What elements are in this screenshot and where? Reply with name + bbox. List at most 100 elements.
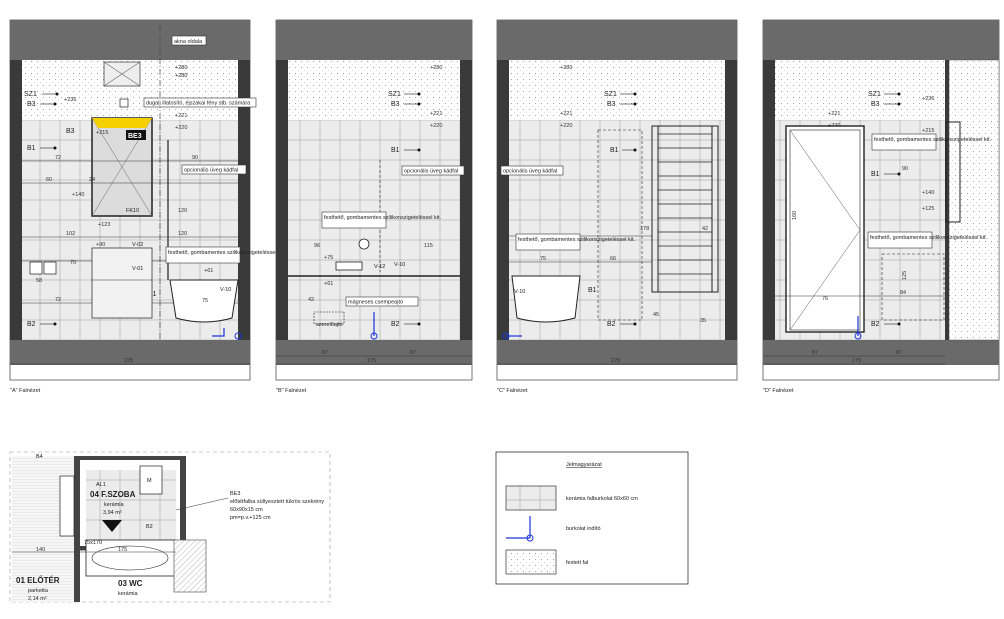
v10-label: V-10 — [220, 287, 231, 293]
dim-label: 87 — [812, 350, 818, 356]
dim-label: 42 — [702, 226, 708, 232]
dim-label: 24 — [89, 177, 95, 183]
side-wall — [10, 60, 22, 340]
shaft-side-label: akna oldala — [174, 39, 203, 45]
dim-label: +125 — [922, 206, 934, 212]
b3-label: B3 — [871, 101, 880, 108]
room-name-fszoba: 04 F.SZOBA — [90, 490, 136, 499]
b1-label: B1 — [27, 145, 36, 152]
dim-label: +280 — [560, 65, 572, 71]
floor-material: kerámia — [118, 591, 139, 597]
floor-slab — [763, 340, 999, 365]
be3-desc: előtétfalba süllyesztett tükrös szekrény — [230, 499, 324, 505]
al1-label: AL1 — [96, 482, 106, 488]
tiled-wall-area — [288, 120, 460, 340]
elevation-b: +280 SZ1 B3 +221 +220 B1 opcionális üveg… — [275, 19, 473, 381]
silicone-note: festhető, gombamentes szilikonszigetelés… — [518, 237, 636, 243]
b2-label: B2 — [27, 321, 36, 328]
b2-label: B2 — [146, 524, 153, 530]
dim-label: 72 — [55, 297, 61, 303]
dim-label: +140 — [922, 190, 934, 196]
dim-label: 75 — [540, 256, 546, 262]
legend-title: Jelmagyarázat — [566, 462, 602, 468]
dim-label: 96 — [314, 243, 320, 249]
dim-label: +280 — [175, 73, 187, 79]
be3-title: BE3 — [230, 491, 240, 497]
b1-label: B1 — [391, 147, 400, 154]
switch-box — [43, 261, 57, 275]
v10-label: V-10 — [394, 262, 405, 268]
dim-label: 120 — [178, 231, 187, 237]
ceiling-slab — [276, 20, 472, 60]
floor-slab — [10, 340, 250, 365]
b3-label: B3 — [66, 128, 75, 135]
bathtub — [511, 275, 581, 323]
dim-label: +75 — [324, 255, 333, 261]
b4-label: B4 — [36, 454, 43, 460]
total-dim: 225 — [124, 358, 133, 364]
elevation-d: SZ1 B3 +236 +221 +220 +215 76 160 festhe… — [762, 19, 1000, 381]
legend-item-label: festett fal — [566, 560, 588, 566]
floor-material: kerámia — [104, 502, 125, 508]
silicone-note: festhető, gombamentes szilikonszigetelés… — [870, 235, 988, 241]
mirror-cabinet-side — [945, 121, 961, 223]
elevation-a-caption: "A" Falnézet — [10, 388, 41, 394]
elevation-c-caption: "C" Falnézet — [497, 388, 528, 394]
dim-label: +61 — [324, 281, 333, 287]
room-area: 3,94 m² — [103, 510, 122, 516]
dim-label: +61 — [204, 268, 213, 274]
dim-label: +280 — [430, 65, 442, 71]
dim-label: 35 — [700, 318, 706, 324]
elevation-a: akna oldala +280 +280 BE3 FK10 dugalj il… — [9, 19, 286, 381]
tag-label: FK10 — [126, 208, 139, 214]
b3-label: B3 — [391, 101, 400, 108]
painted-wall-area — [288, 60, 460, 120]
v01-label: V-01 — [132, 266, 143, 272]
b1-label: B1 — [610, 147, 619, 154]
total-dim: 225 — [611, 358, 620, 364]
dim-label: 175 — [118, 547, 127, 553]
shower-head — [358, 238, 370, 250]
socket-symbol — [119, 98, 129, 108]
light-fixture — [92, 118, 152, 128]
switch-box — [29, 261, 43, 275]
be3-size: 60x90x15 cm — [230, 507, 263, 513]
silicone-note: festhető, gombamentes szilikonszigetelés… — [874, 137, 992, 143]
dim-label: 140 — [36, 547, 45, 553]
sz1-label: SZ1 — [604, 91, 617, 98]
dim-label: 160 — [792, 211, 798, 220]
dim-label: 72 — [55, 155, 61, 161]
sz1-label: SZ1 — [388, 91, 401, 98]
painted-wall-area — [509, 60, 725, 120]
sz1-label: SZ1 — [24, 91, 37, 98]
dim-label: +280 — [175, 65, 187, 71]
b2-label: B2 — [607, 321, 616, 328]
dim-label: 1¹ — [12, 154, 17, 160]
dim-label: +221 — [430, 111, 442, 117]
v12-label: V-12 — [374, 264, 385, 270]
total-dim: 175 — [367, 358, 376, 364]
dim-label: 10 — [80, 547, 86, 553]
dim-label: 87 — [322, 350, 328, 356]
dim-label: +220 — [560, 123, 572, 129]
v10-label: V-10 — [514, 289, 525, 295]
dim-label: 90 — [902, 166, 908, 172]
be3-height: pm=p.v.+125 cm — [230, 515, 271, 521]
room-name-wc: 03 WC — [118, 579, 143, 588]
elevation-c: +280 SZ1 B3 +221 +220 B1 178 opcionális … — [496, 19, 738, 381]
glass-note: opcionális üveg kádfal — [184, 168, 238, 174]
dim-label: 42 — [308, 297, 314, 303]
dim-label: +220 — [175, 125, 187, 131]
dim-label: 75 — [202, 298, 208, 304]
legend-item-label: burkolat indító — [566, 526, 601, 532]
room-area: 2,14 m² — [28, 596, 47, 602]
dim-label: 102 — [66, 231, 75, 237]
dim-label: +140 — [72, 192, 84, 198]
bath-mixer — [335, 261, 363, 271]
silicone-note: festhető, gombamentes szilikonszigetelés… — [168, 250, 286, 256]
b2-label: B2 — [391, 321, 400, 328]
elevation-b-caption: "B" Falnézet — [276, 388, 307, 394]
glass-note: opcionális üveg kádfal — [503, 169, 557, 175]
dim-label: 87 — [896, 350, 902, 356]
tile-start-symbol — [526, 534, 534, 542]
